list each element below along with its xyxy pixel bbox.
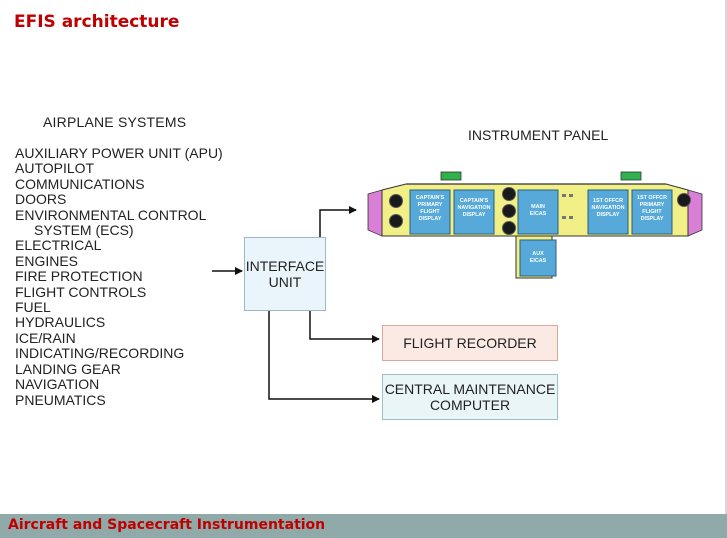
system-item-fire-protection: FIRE PROTECTION [15, 268, 143, 285]
fo-nd-line3: DISPLAY [597, 212, 620, 218]
captain-nd-line1: CAPTAIN'S [460, 198, 489, 204]
instrument-panel-label: INSTRUMENT PANEL [468, 127, 609, 143]
fo-pfd-line1: 1ST OFFCR [637, 195, 667, 201]
system-item-electrical: ELECTRICAL [15, 237, 102, 254]
center-standby-instrument-2 [502, 204, 516, 218]
captain-primary-flight-display: CAPTAIN'S PRIMARY FLIGHT DISPLAY [409, 189, 451, 235]
system-item-ecs-continued: SYSTEM (ECS) [34, 222, 134, 239]
flight-recorder-label: FLIGHT RECORDER [403, 335, 537, 351]
system-item-autopilot: AUTOPILOT [15, 160, 95, 177]
aux-eicas-display: AUX EICAS [519, 239, 557, 277]
interface-unit-label-line2: UNIT [268, 274, 302, 290]
first-officer-primary-flight-display: 1ST OFFCR PRIMARY FLIGHT DISPLAY [631, 189, 673, 235]
slide-title: EFIS architecture [14, 12, 180, 32]
system-item-ice-rain: ICE/RAIN [15, 329, 76, 346]
fo-pfd-line3: FLIGHT [642, 209, 662, 215]
captain-nd-line2: NAVIGATION [457, 205, 490, 211]
system-item-ecs: ENVIRONMENTAL CONTROL [15, 206, 207, 223]
flight-recorder-box: FLIGHT RECORDER [382, 325, 558, 361]
captain-pfd-line2: PRIMARY [418, 202, 443, 208]
airplane-systems-list: AUXILIARY POWER UNIT (APU) AUTOPILOT COM… [15, 145, 223, 408]
left-side-panel [367, 189, 383, 237]
cmc-label-line2: COMPUTER [429, 397, 511, 413]
instrument-panel-drawing: CAPTAIN'S PRIMARY FLIGHT DISPLAY CAPTAIN… [367, 171, 703, 279]
fo-pfd-line4: DISPLAY [641, 216, 664, 222]
cmc-label-line1: CENTRAL MAINTENANCE [384, 381, 556, 397]
center-standby-instrument-1 [502, 187, 516, 201]
captain-navigation-display: CAPTAIN'S NAVIGATION DISPLAY [453, 189, 495, 235]
system-item-navigation: NAVIGATION [15, 376, 100, 393]
slide-edge-divider [725, 0, 727, 514]
central-maintenance-computer-box: CENTRAL MAINTENANCE COMPUTER [382, 374, 558, 420]
system-item-engines: ENGINES [15, 252, 79, 269]
main-eicas-line2: EICAS [530, 211, 547, 217]
interface-to-cmc-arrow [268, 311, 380, 403]
system-item-landing-gear: LANDING GEAR [15, 360, 121, 377]
center-standby-instrument-3 [502, 221, 516, 235]
fo-nd-line1: 1ST OFFCR [593, 198, 623, 204]
system-item-hydraulics: HYDRAULICS [15, 314, 106, 331]
left-standby-instrument-upper [389, 194, 403, 208]
system-item-apu: AUXILIARY POWER UNIT (APU) [15, 145, 223, 161]
interface-unit-label-line1: INTERFACE [245, 258, 325, 274]
first-officer-navigation-display: 1ST OFFCR NAVIGATION DISPLAY [587, 189, 629, 235]
captain-pfd-line1: CAPTAIN'S [416, 195, 445, 201]
system-item-flight-controls: FLIGHT CONTROLS [15, 283, 147, 300]
main-eicas-display: MAIN EICAS [517, 189, 559, 235]
captain-nd-line3: DISPLAY [463, 212, 486, 218]
interface-to-panel-arrow [319, 206, 357, 237]
airplane-systems-heading: AIRPLANE SYSTEMS [43, 114, 187, 130]
main-eicas-line1: MAIN [531, 204, 545, 210]
left-standby-instrument-lower [389, 214, 403, 228]
fo-pfd-line2: PRIMARY [640, 202, 665, 208]
system-item-pneumatics: PNEUMATICS [15, 391, 106, 408]
aux-eicas-line1: AUX [532, 251, 544, 257]
right-standby-instrument [677, 193, 691, 207]
footer-course-title: Aircraft and Spacecraft Instrumentation [8, 517, 326, 533]
fo-annunciator [620, 171, 642, 181]
captain-annunciator [440, 171, 462, 181]
interface-unit-box: INTERFACE UNIT [244, 237, 326, 311]
aux-eicas-line2: EICAS [530, 258, 547, 264]
captain-pfd-line4: DISPLAY [419, 216, 442, 222]
interface-to-recorder-arrow [309, 311, 380, 343]
captain-pfd-line3: FLIGHT [420, 209, 440, 215]
system-item-fuel: FUEL [15, 299, 51, 316]
system-item-communications: COMMUNICATIONS [15, 175, 145, 192]
system-item-indicating-recording: INDICATING/RECORDING [15, 345, 185, 362]
system-item-doors: DOORS [15, 191, 67, 208]
fo-nd-line2: NAVIGATION [591, 205, 624, 211]
footer-bar: Aircraft and Spacecraft Instrumentation [0, 514, 727, 538]
